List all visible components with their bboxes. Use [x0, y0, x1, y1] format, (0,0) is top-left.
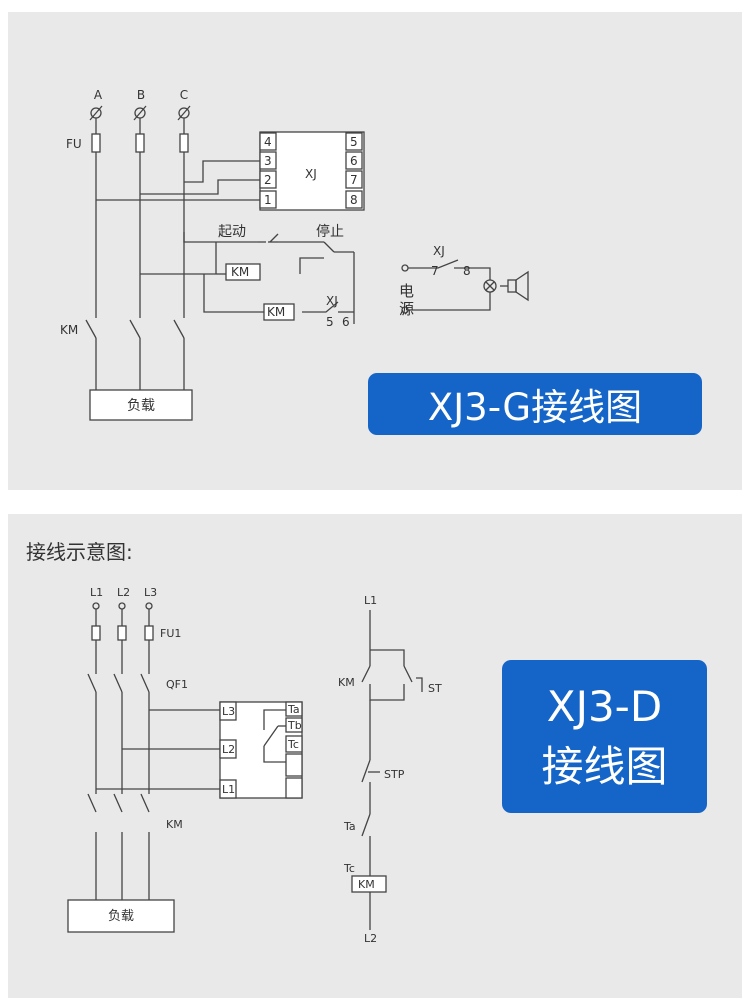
main-km-label: KM — [166, 818, 183, 831]
ctrl-l1-label: L1 — [364, 594, 377, 607]
terminal-3: 3 — [264, 154, 272, 168]
km-hold-contact-label: KM — [231, 265, 249, 279]
power-label: 电源 — [399, 282, 414, 318]
xj3-d-panel: 接线示意图: L1 L2 L3 FU1 QF1 — [8, 514, 742, 998]
fuse-label: FU — [66, 137, 82, 151]
start-button-label: 起动 — [218, 224, 246, 240]
ctrl-coil-box — [351, 875, 387, 893]
fuses — [91, 625, 154, 641]
ctrl-stp-label: STP — [384, 768, 405, 781]
control-circuit — [140, 232, 355, 324]
relay-terminal-l3: L3 — [222, 705, 235, 718]
alarm-xj-label: XJ — [433, 244, 445, 258]
terminal-5: 5 — [350, 135, 358, 149]
xj3-g-panel: A B C FU — [8, 12, 742, 490]
xj3-d-wiring-diagram: L1 L2 L3 FU1 QF1 KM — [67, 586, 442, 945]
fuse-label: FU1 — [160, 627, 181, 640]
main-km-label: KM — [60, 323, 78, 337]
alarm-number-7: 7 — [431, 264, 439, 278]
km-coil-box — [263, 303, 295, 321]
terminal-6: 6 — [350, 154, 358, 168]
phase-label-l1: L1 — [90, 586, 103, 599]
xj-contact-label: XJ — [326, 294, 338, 308]
km-hold-contact-box — [225, 263, 261, 281]
relay-terminal-tc: Tc — [287, 738, 299, 751]
phase-label-l3: L3 — [144, 586, 157, 599]
control-circuit — [361, 610, 423, 930]
phase-label-b: B — [137, 88, 145, 102]
ctrl-l2-label: L2 — [364, 932, 377, 945]
ctrl-st-label: ST — [428, 682, 442, 695]
phase-label-a: A — [94, 88, 103, 102]
main-km-contacts — [85, 312, 185, 390]
relay-terminal-tb: Tb — [287, 719, 302, 732]
load-box — [89, 389, 193, 421]
alarm-circuit — [401, 259, 529, 314]
load-label: 负载 — [108, 909, 134, 924]
terminal-4: 4 — [264, 135, 272, 149]
ctrl-tc-label: Tc — [343, 862, 355, 875]
phase-lines — [87, 602, 153, 906]
km-coil-label: KM — [267, 305, 285, 319]
alarm-number-8: 8 — [463, 264, 471, 278]
load-label: 负载 — [127, 398, 155, 414]
phase-label-c: C — [180, 88, 188, 102]
fuses — [91, 133, 189, 153]
relay-block — [219, 701, 303, 799]
relay-xj-block: 4 3 2 1 5 6 7 8 XJ — [259, 131, 365, 211]
stop-button-label: 停止 — [316, 223, 344, 240]
relay-terminal-l2: L2 — [222, 743, 235, 756]
xj3-g-title-badge: XJ3-G接线图 — [368, 373, 702, 435]
load-box — [67, 899, 175, 933]
xj-contact-number-5: 5 — [326, 315, 334, 329]
breaker-label: QF1 — [166, 678, 188, 691]
ctrl-km-label: KM — [338, 676, 355, 689]
relay-terminal-l1: L1 — [222, 783, 235, 796]
ctrl-coil-label: KM — [358, 878, 375, 891]
relay-supply-wires — [96, 160, 260, 201]
xj3-d-title-badge: XJ3-D 接线图 — [502, 660, 707, 813]
terminal-2: 2 — [264, 173, 272, 187]
xj3-g-wiring-diagram: A B C FU — [60, 88, 529, 421]
ctrl-ta-label: Ta — [343, 820, 356, 833]
relay-xj-label: XJ — [305, 167, 317, 181]
wiring-caption: 接线示意图: — [26, 540, 133, 564]
terminal-8: 8 — [350, 193, 358, 207]
phase-terminals — [89, 105, 191, 121]
relay-supply-wires — [96, 709, 220, 790]
relay-terminal-ta: Ta — [287, 703, 300, 716]
terminal-1: 1 — [264, 193, 272, 207]
xj-contact-number-6: 6 — [342, 315, 350, 329]
phase-label-l2: L2 — [117, 586, 130, 599]
terminal-7: 7 — [350, 173, 358, 187]
